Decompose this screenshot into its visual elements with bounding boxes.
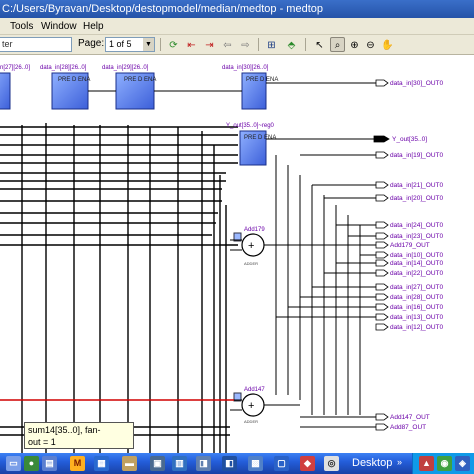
schematic-canvas[interactable]: PRE D ENA PRE D ENA PRE D ENA PRE D ENA … xyxy=(0,55,474,453)
menu-tools[interactable]: Tools xyxy=(10,21,34,32)
window-title-bar: C:/Users/Byravan/Desktop/destopmodel/med… xyxy=(0,0,474,18)
register-label: data_in[30][26..0] xyxy=(222,65,269,71)
register-block[interactable] xyxy=(239,130,267,166)
toolbar-separator xyxy=(258,38,259,51)
menu-window[interactable]: Window xyxy=(41,21,77,32)
app-icon[interactable]: ▭ xyxy=(6,456,21,471)
app-icon[interactable]: ▦ xyxy=(94,456,109,471)
toolbar: ter Page: 1 of 5 ▼ ⟳ ⇤ ⇥ ⇦ ⇨ ⊞ ⬘ ↖ ⌕ ⊕ ⊖… xyxy=(0,35,474,55)
toolbar-separator xyxy=(305,38,306,51)
output-label: data_in[30]_OUT0 xyxy=(390,80,444,87)
tray-icon[interactable]: ▲ xyxy=(419,456,434,471)
svg-text:+: + xyxy=(248,400,254,412)
register-inner-label: PRE D ENA xyxy=(124,77,156,83)
app-icon[interactable]: ▤ xyxy=(42,456,57,471)
page-select[interactable]: 1 of 5 ▼ xyxy=(105,37,155,52)
desktop-toolbar-label[interactable]: Desktop xyxy=(352,457,393,469)
schematic-diagram: PRE D ENA PRE D ENA PRE D ENA PRE D ENA … xyxy=(0,65,444,453)
register-label: data_in[29][26..0] xyxy=(102,65,149,71)
app-icon[interactable]: ● xyxy=(24,456,39,471)
system-tray: ▲ ◉ ◈ xyxy=(412,453,474,474)
chevron-down-icon[interactable]: ▼ xyxy=(143,38,154,51)
adder-sub-label: ADDER xyxy=(244,261,258,266)
adder-179[interactable]: + xyxy=(233,232,265,257)
output-label: data_in[28]_OUT0 xyxy=(390,294,444,301)
tooltip-line: out = 1 xyxy=(28,437,56,447)
forward-icon[interactable]: ⇥ xyxy=(205,40,214,51)
zoom-icon[interactable]: ⌕ xyxy=(330,37,345,52)
wire-bundle xyxy=(0,123,238,453)
output-label: data_in[21]_OUT0 xyxy=(390,182,444,189)
page-select-value: 1 of 5 xyxy=(109,39,132,49)
select-icon[interactable]: ↖ xyxy=(315,40,324,51)
register-label: Y_out[35..0]~reg0 xyxy=(226,123,275,129)
app-icon[interactable]: ▩ xyxy=(248,456,263,471)
folder-icon[interactable]: ▬ xyxy=(122,456,137,471)
zoom-in-icon[interactable]: ⊕ xyxy=(350,40,359,51)
matlab-icon[interactable]: M xyxy=(70,456,85,471)
app-icon[interactable]: ◆ xyxy=(300,456,315,471)
hierarchy-up-icon[interactable]: ⊞ xyxy=(267,40,276,51)
taskbar: ▭ ● ▤ M ▦ ▬ ▣ ▥ ◨ ◧ ▩ ▢ ◆ ◎ Desktop » ▲ … xyxy=(0,453,474,474)
register-inner-label: PRE D ENA xyxy=(244,135,276,141)
register-label: n[27][26..0] xyxy=(0,65,30,71)
register-inner-label: PRE D ENA xyxy=(246,77,278,83)
tooltip-line: sum14[35..0], fan- xyxy=(28,425,101,435)
page-label: Page: xyxy=(78,38,105,49)
adder-label: Add147 xyxy=(244,387,265,393)
menu-bar: Tools Window Help xyxy=(0,18,474,35)
tray-icon[interactable]: ◉ xyxy=(437,456,452,471)
output-label: Add147_OUT xyxy=(390,414,430,421)
register-block[interactable] xyxy=(51,72,89,110)
output-pins xyxy=(373,79,390,431)
app-icon[interactable]: ◎ xyxy=(324,456,339,471)
output-label: data_in[23]_OUT0 xyxy=(390,233,444,240)
prev-page-icon[interactable]: ⇦ xyxy=(223,40,232,51)
output-label: data_in[12]_OUT0 xyxy=(390,324,444,331)
register-block[interactable] xyxy=(115,72,155,110)
back-icon[interactable]: ⇤ xyxy=(187,40,196,51)
output-label: data_in[27]_OUT0 xyxy=(390,284,444,291)
output-label: data_in[13]_OUT0 xyxy=(390,314,444,321)
menu-help[interactable]: Help xyxy=(83,21,104,32)
pan-icon[interactable]: ✋ xyxy=(381,40,394,51)
adder-147[interactable]: + xyxy=(233,392,265,417)
output-label: data_in[19]_OUT0 xyxy=(390,152,444,159)
window-title: C:/Users/Byravan/Desktop/destopmodel/med… xyxy=(2,3,323,15)
register-block[interactable] xyxy=(0,72,11,110)
register-label: data_in[28][26..0] xyxy=(40,65,87,71)
tooltip: sum14[35..0], fan- out = 1 xyxy=(24,422,134,449)
output-label: Add87_OUT xyxy=(390,424,426,431)
app-icon[interactable]: ▣ xyxy=(150,456,165,471)
app-icon[interactable]: ◧ xyxy=(222,456,237,471)
adder-label: Add179 xyxy=(244,227,265,233)
output-label: data_in[20]_OUT0 xyxy=(390,195,444,202)
refresh-icon[interactable]: ⟳ xyxy=(169,40,178,51)
output-label: Y_out[35..0] xyxy=(392,136,427,143)
output-label: data_in[24]_OUT0 xyxy=(390,222,444,229)
output-label: data_in[16]_OUT0 xyxy=(390,304,444,311)
svg-text:+: + xyxy=(248,240,254,252)
output-label: data_in[14]_OUT0 xyxy=(390,260,444,267)
app-icon[interactable]: ◨ xyxy=(196,456,211,471)
adder-sub-label: ADDER xyxy=(244,419,258,424)
toolbar-separator xyxy=(160,38,161,51)
output-label: data_in[10]_OUT0 xyxy=(390,252,444,259)
tray-icon[interactable]: ◈ xyxy=(455,456,470,471)
output-label: data_in[22]_OUT0 xyxy=(390,270,444,277)
filter-input[interactable]: ter xyxy=(0,37,72,52)
output-label: Add179_OUT xyxy=(390,242,430,249)
chevron-right-icon[interactable]: » xyxy=(397,457,403,467)
next-page-icon[interactable]: ⇨ xyxy=(241,40,250,51)
netlist-icon[interactable]: ⬘ xyxy=(287,40,296,51)
app-icon[interactable]: ▥ xyxy=(172,456,187,471)
register-row xyxy=(0,72,267,166)
register-inner-label: PRE D ENA xyxy=(58,77,90,83)
register-block[interactable] xyxy=(241,72,267,110)
zoom-out-icon[interactable]: ⊖ xyxy=(366,40,375,51)
app-icon[interactable]: ▢ xyxy=(274,456,289,471)
